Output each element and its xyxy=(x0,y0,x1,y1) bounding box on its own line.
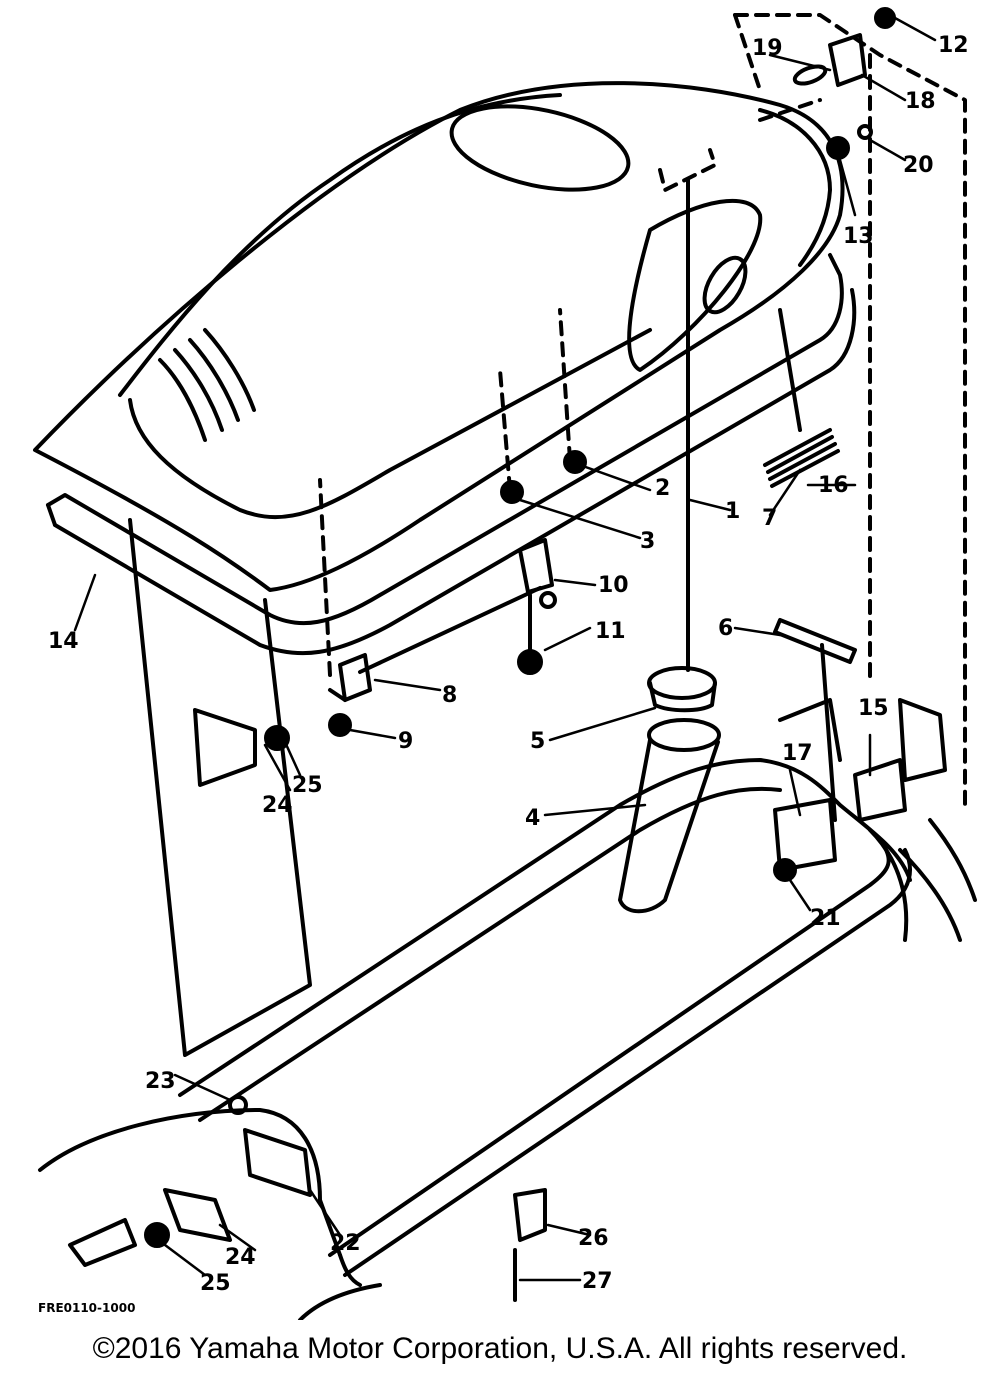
label-5: 5 xyxy=(530,729,545,754)
part-labels: 12 19 18 20 13 2 1 3 7 16 14 10 11 8 9 5… xyxy=(38,33,969,1315)
label-22: 22 xyxy=(330,1231,361,1256)
label-25-upper: 25 xyxy=(292,773,323,798)
side-panel xyxy=(128,518,312,1057)
label-19: 19 xyxy=(752,36,783,61)
label-20: 20 xyxy=(903,153,934,178)
label-15: 15 xyxy=(858,696,889,721)
seat-parts-diagram: 12 19 18 20 13 2 1 3 7 16 14 10 11 8 9 5… xyxy=(33,7,977,1320)
right-brackets xyxy=(773,618,947,882)
hose-assembly xyxy=(618,178,721,914)
label-14: 14 xyxy=(48,629,79,654)
label-13: 13 xyxy=(843,224,874,249)
assembly-lines xyxy=(318,13,967,812)
spring xyxy=(763,308,840,488)
seat-lock-assembly xyxy=(328,538,557,737)
label-21: 21 xyxy=(810,906,841,931)
copyright-notice: ©2016 Yamaha Motor Corporation, U.S.A. A… xyxy=(92,1332,908,1365)
label-11: 11 xyxy=(595,619,626,644)
label-16: 16 xyxy=(818,473,849,498)
leader-lines xyxy=(73,16,937,1282)
figure-reference-code: FRE0110-1000 xyxy=(38,1301,135,1315)
label-9: 9 xyxy=(398,729,413,754)
label-24-lower: 24 xyxy=(225,1245,256,1270)
label-27: 27 xyxy=(582,1269,613,1294)
seat-cushion xyxy=(33,81,845,592)
label-7: 7 xyxy=(762,506,777,531)
label-23: 23 xyxy=(145,1069,176,1094)
label-25-lower: 25 xyxy=(200,1271,231,1296)
top-fasteners xyxy=(500,7,896,504)
label-17: 17 xyxy=(782,741,813,766)
label-12: 12 xyxy=(938,33,969,58)
label-4: 4 xyxy=(525,806,540,831)
label-18: 18 xyxy=(905,89,936,114)
label-1: 1 xyxy=(725,499,740,524)
label-2: 2 xyxy=(655,476,670,501)
hull-deck-outline xyxy=(38,758,977,1320)
left-plates xyxy=(68,708,547,1302)
label-26: 26 xyxy=(578,1226,609,1251)
label-24-upper: 24 xyxy=(262,793,293,818)
seat-frame-rail xyxy=(46,253,857,656)
label-6: 6 xyxy=(718,616,733,641)
label-8: 8 xyxy=(442,683,457,708)
label-3: 3 xyxy=(640,529,655,554)
label-10: 10 xyxy=(598,573,629,598)
